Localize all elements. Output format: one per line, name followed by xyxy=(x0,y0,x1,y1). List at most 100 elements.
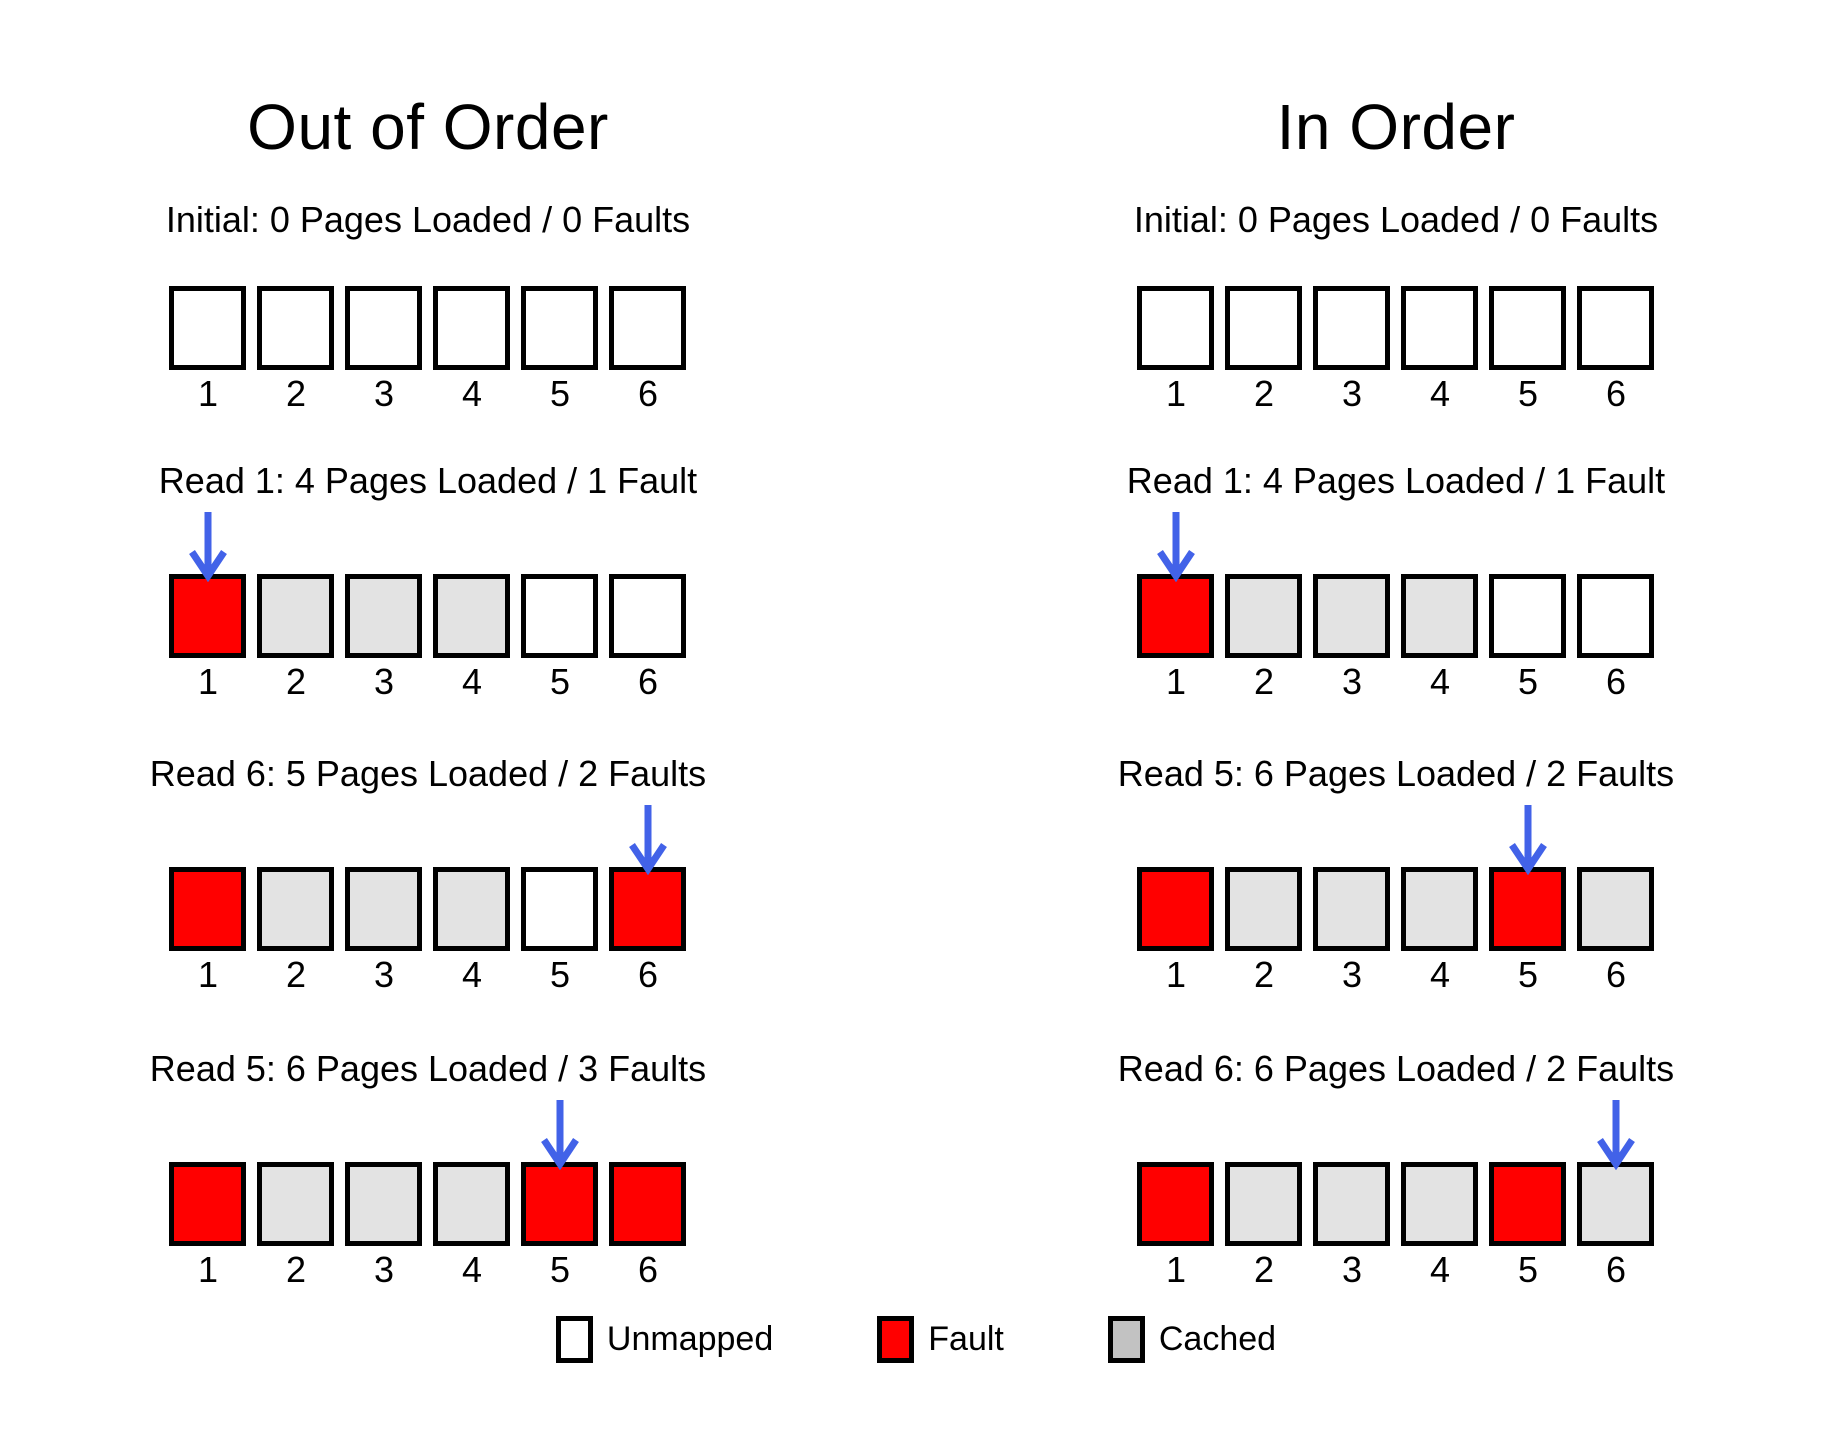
legend: Unmapped Fault Cached xyxy=(0,1316,1832,1363)
page-number-label: 4 xyxy=(461,954,482,996)
page-number-label: 5 xyxy=(1517,1248,1538,1290)
page-slot: 3 xyxy=(1313,1161,1391,1290)
page-slot: 1 xyxy=(169,285,247,414)
page-slot: 3 xyxy=(345,574,423,702)
step-heading: Read 5: 6 Pages Loaded / 3 Faults xyxy=(149,1047,707,1089)
page-cell-unmapped xyxy=(609,574,687,659)
page-cell-cached xyxy=(257,574,335,659)
page-slot: 6 xyxy=(1577,574,1655,702)
page-number-label: 4 xyxy=(1429,372,1450,414)
page-cell-fault xyxy=(169,512,247,659)
step-heading: Read 5: 6 Pages Loaded / 2 Faults xyxy=(1117,752,1675,794)
page-slot: 4 xyxy=(433,1161,511,1290)
page-slot: 1 xyxy=(169,867,247,995)
page-slot: 2 xyxy=(1225,867,1303,995)
page-number-label: 4 xyxy=(461,372,482,414)
page-number-label: 4 xyxy=(461,661,482,703)
page-slot: 1 xyxy=(1137,1161,1215,1290)
page-number-label: 5 xyxy=(549,1248,570,1290)
page-number-label: 2 xyxy=(285,661,306,703)
page-number-label: 6 xyxy=(637,954,658,996)
page-slot: 3 xyxy=(345,1161,423,1290)
page-number-label: 6 xyxy=(1605,954,1626,996)
step-heading: Read 1: 4 Pages Loaded / 1 Fault xyxy=(158,460,698,502)
page-number-label: 1 xyxy=(1165,1248,1186,1290)
page-cell-unmapped xyxy=(1225,285,1303,370)
page-cell-fault xyxy=(169,1161,247,1246)
page-number-label: 6 xyxy=(637,372,658,414)
page-slot: 1 xyxy=(169,512,247,703)
page-cell-cached xyxy=(1225,1161,1303,1246)
page-cell-fault xyxy=(609,1161,687,1246)
page-cell-cached xyxy=(1313,574,1391,659)
page-cell-fault xyxy=(1137,867,1215,952)
page-number-label: 2 xyxy=(1253,1248,1274,1290)
page-number-label: 2 xyxy=(285,1248,306,1290)
page-number-label: 1 xyxy=(1165,661,1186,703)
page-slot: 4 xyxy=(1401,867,1479,996)
page-number-label: 4 xyxy=(1429,954,1450,996)
page-slot: 2 xyxy=(1225,285,1303,414)
page-slot: 4 xyxy=(433,285,511,414)
unmapped-swatch-icon xyxy=(555,1316,593,1363)
page-number-label: 1 xyxy=(197,372,218,414)
page-number-label: 5 xyxy=(549,954,570,996)
page-cell-cached xyxy=(1313,867,1391,952)
page-slot: 5 xyxy=(1489,1161,1567,1290)
page-number-label: 6 xyxy=(1605,372,1626,414)
page-slot: 2 xyxy=(257,574,335,703)
page-cell-fault xyxy=(521,1099,599,1246)
page-cell-unmapped xyxy=(609,285,687,370)
page-number-label: 1 xyxy=(197,661,218,703)
read-arrow-icon xyxy=(1597,1099,1635,1170)
page-cell-cached xyxy=(1401,1161,1479,1246)
column-title: Out of Order xyxy=(247,91,609,163)
page-cell-cached xyxy=(1577,867,1655,952)
page-cell-fault xyxy=(169,867,247,952)
cached-swatch-icon xyxy=(1107,1316,1145,1363)
read-arrow-icon xyxy=(541,1099,579,1170)
page-cell-fault xyxy=(1489,805,1567,952)
page-cell-unmapped xyxy=(169,285,247,370)
page-number-label: 3 xyxy=(373,372,394,414)
page-cell-unmapped xyxy=(1137,285,1215,370)
page-slot: 2 xyxy=(1225,574,1303,702)
page-slot: 6 xyxy=(609,1161,687,1290)
page-cell-cached xyxy=(1401,574,1479,659)
page-number-label: 3 xyxy=(1341,954,1362,996)
page-number-label: 4 xyxy=(461,1248,482,1290)
page-slot: 5 xyxy=(1489,574,1567,702)
page-cell-unmapped xyxy=(521,574,599,659)
page-slot: 3 xyxy=(345,867,423,996)
page-number-label: 6 xyxy=(1605,1248,1626,1290)
page-slot: 2 xyxy=(1225,1161,1303,1290)
legend-label: Cached xyxy=(1158,1319,1277,1358)
page-number-label: 2 xyxy=(285,372,306,414)
page-slot: 5 xyxy=(521,1099,599,1290)
page-cell-fault xyxy=(609,805,687,952)
page-slot: 6 xyxy=(609,574,687,702)
page-cell-fault xyxy=(1137,1161,1215,1246)
page-number-label: 5 xyxy=(549,661,570,703)
page-number-label: 4 xyxy=(1429,1248,1450,1290)
page-slot: 3 xyxy=(1313,285,1391,414)
page-slot: 6 xyxy=(1577,285,1655,414)
column-in-order: In Order Initial: 0 Pages Loaded / 0 Fau… xyxy=(990,0,1802,1290)
column-out-of-order: Out of Order Initial: 0 Pages Loaded / 0… xyxy=(22,0,834,1290)
page-number-label: 6 xyxy=(637,1248,658,1290)
page-number-label: 3 xyxy=(373,954,394,996)
page-slot: 5 xyxy=(1489,285,1567,414)
diagram-columns: Out of Order Initial: 0 Pages Loaded / 0… xyxy=(22,0,1802,1290)
